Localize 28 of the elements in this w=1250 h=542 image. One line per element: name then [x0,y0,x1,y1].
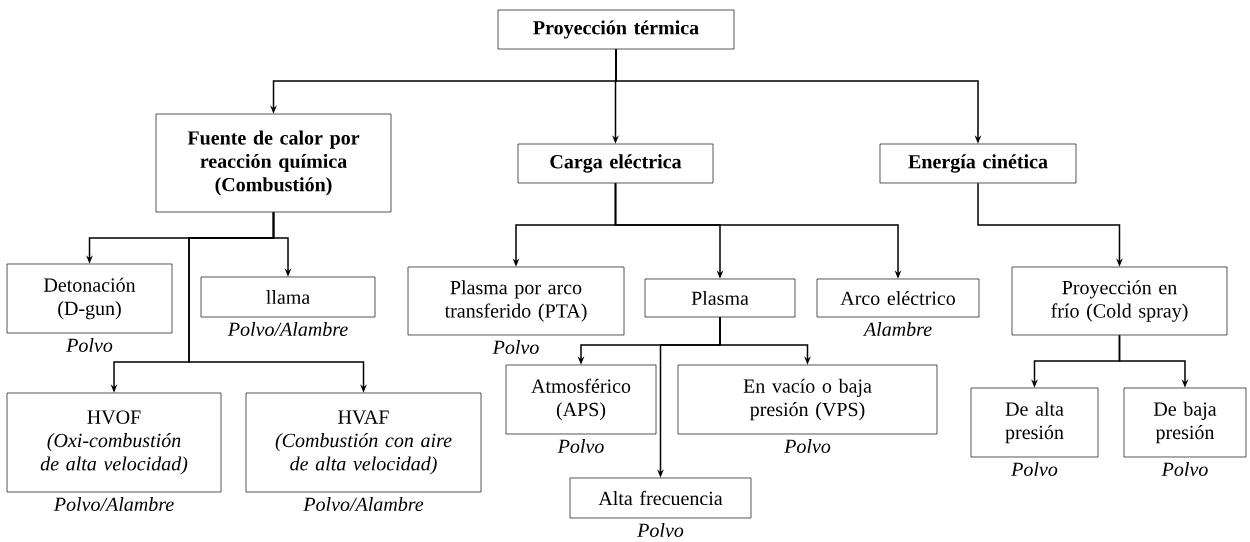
method-box: Detonación (D-gun) [6,263,173,334]
method-box: HVOF (Oxi-combustión de alta velocidad) [6,392,222,493]
material-label: Polvo/Alambre [53,497,174,512]
method-box: llama [200,276,376,318]
category-box: Energía cinética [879,143,1077,184]
method-box: De baja presión [1123,387,1247,458]
method-box: HVAF (Combustión con aire de alta velocidad) [245,392,482,493]
method-box: Proyección en frío (Cold spray) [1011,266,1228,336]
material-label: Alambre [862,322,932,337]
category-box: Carga eléctrica [517,143,714,184]
method-box: Arco eléctrico [816,278,980,318]
material-label: Polvo [492,340,539,355]
method-box: De alta presión [970,387,1099,458]
category-box: Fuente de calor por reacción química (Combustión) [155,113,392,213]
material-label: Polvo/Alambre [303,497,424,512]
category-box: Proyección térmica [497,9,735,50]
method-box: Plasma por arco transferido (PTA) [407,266,625,336]
material-label: Polvo [784,439,831,454]
method-box: En vacío o baja presión (VPS) [677,364,938,435]
material-label: Polvo [66,338,113,353]
material-label: Polvo [557,439,604,454]
method-box: Alta frecuencia [569,477,752,519]
material-label: Polvo [1011,462,1058,477]
material-label: Polvo/Alambre [227,322,348,337]
material-label: Polvo [1161,462,1208,477]
method-box: Plasma [644,278,796,318]
method-box: Atmosférico (APS) [505,364,657,435]
material-label: Polvo [637,523,684,538]
